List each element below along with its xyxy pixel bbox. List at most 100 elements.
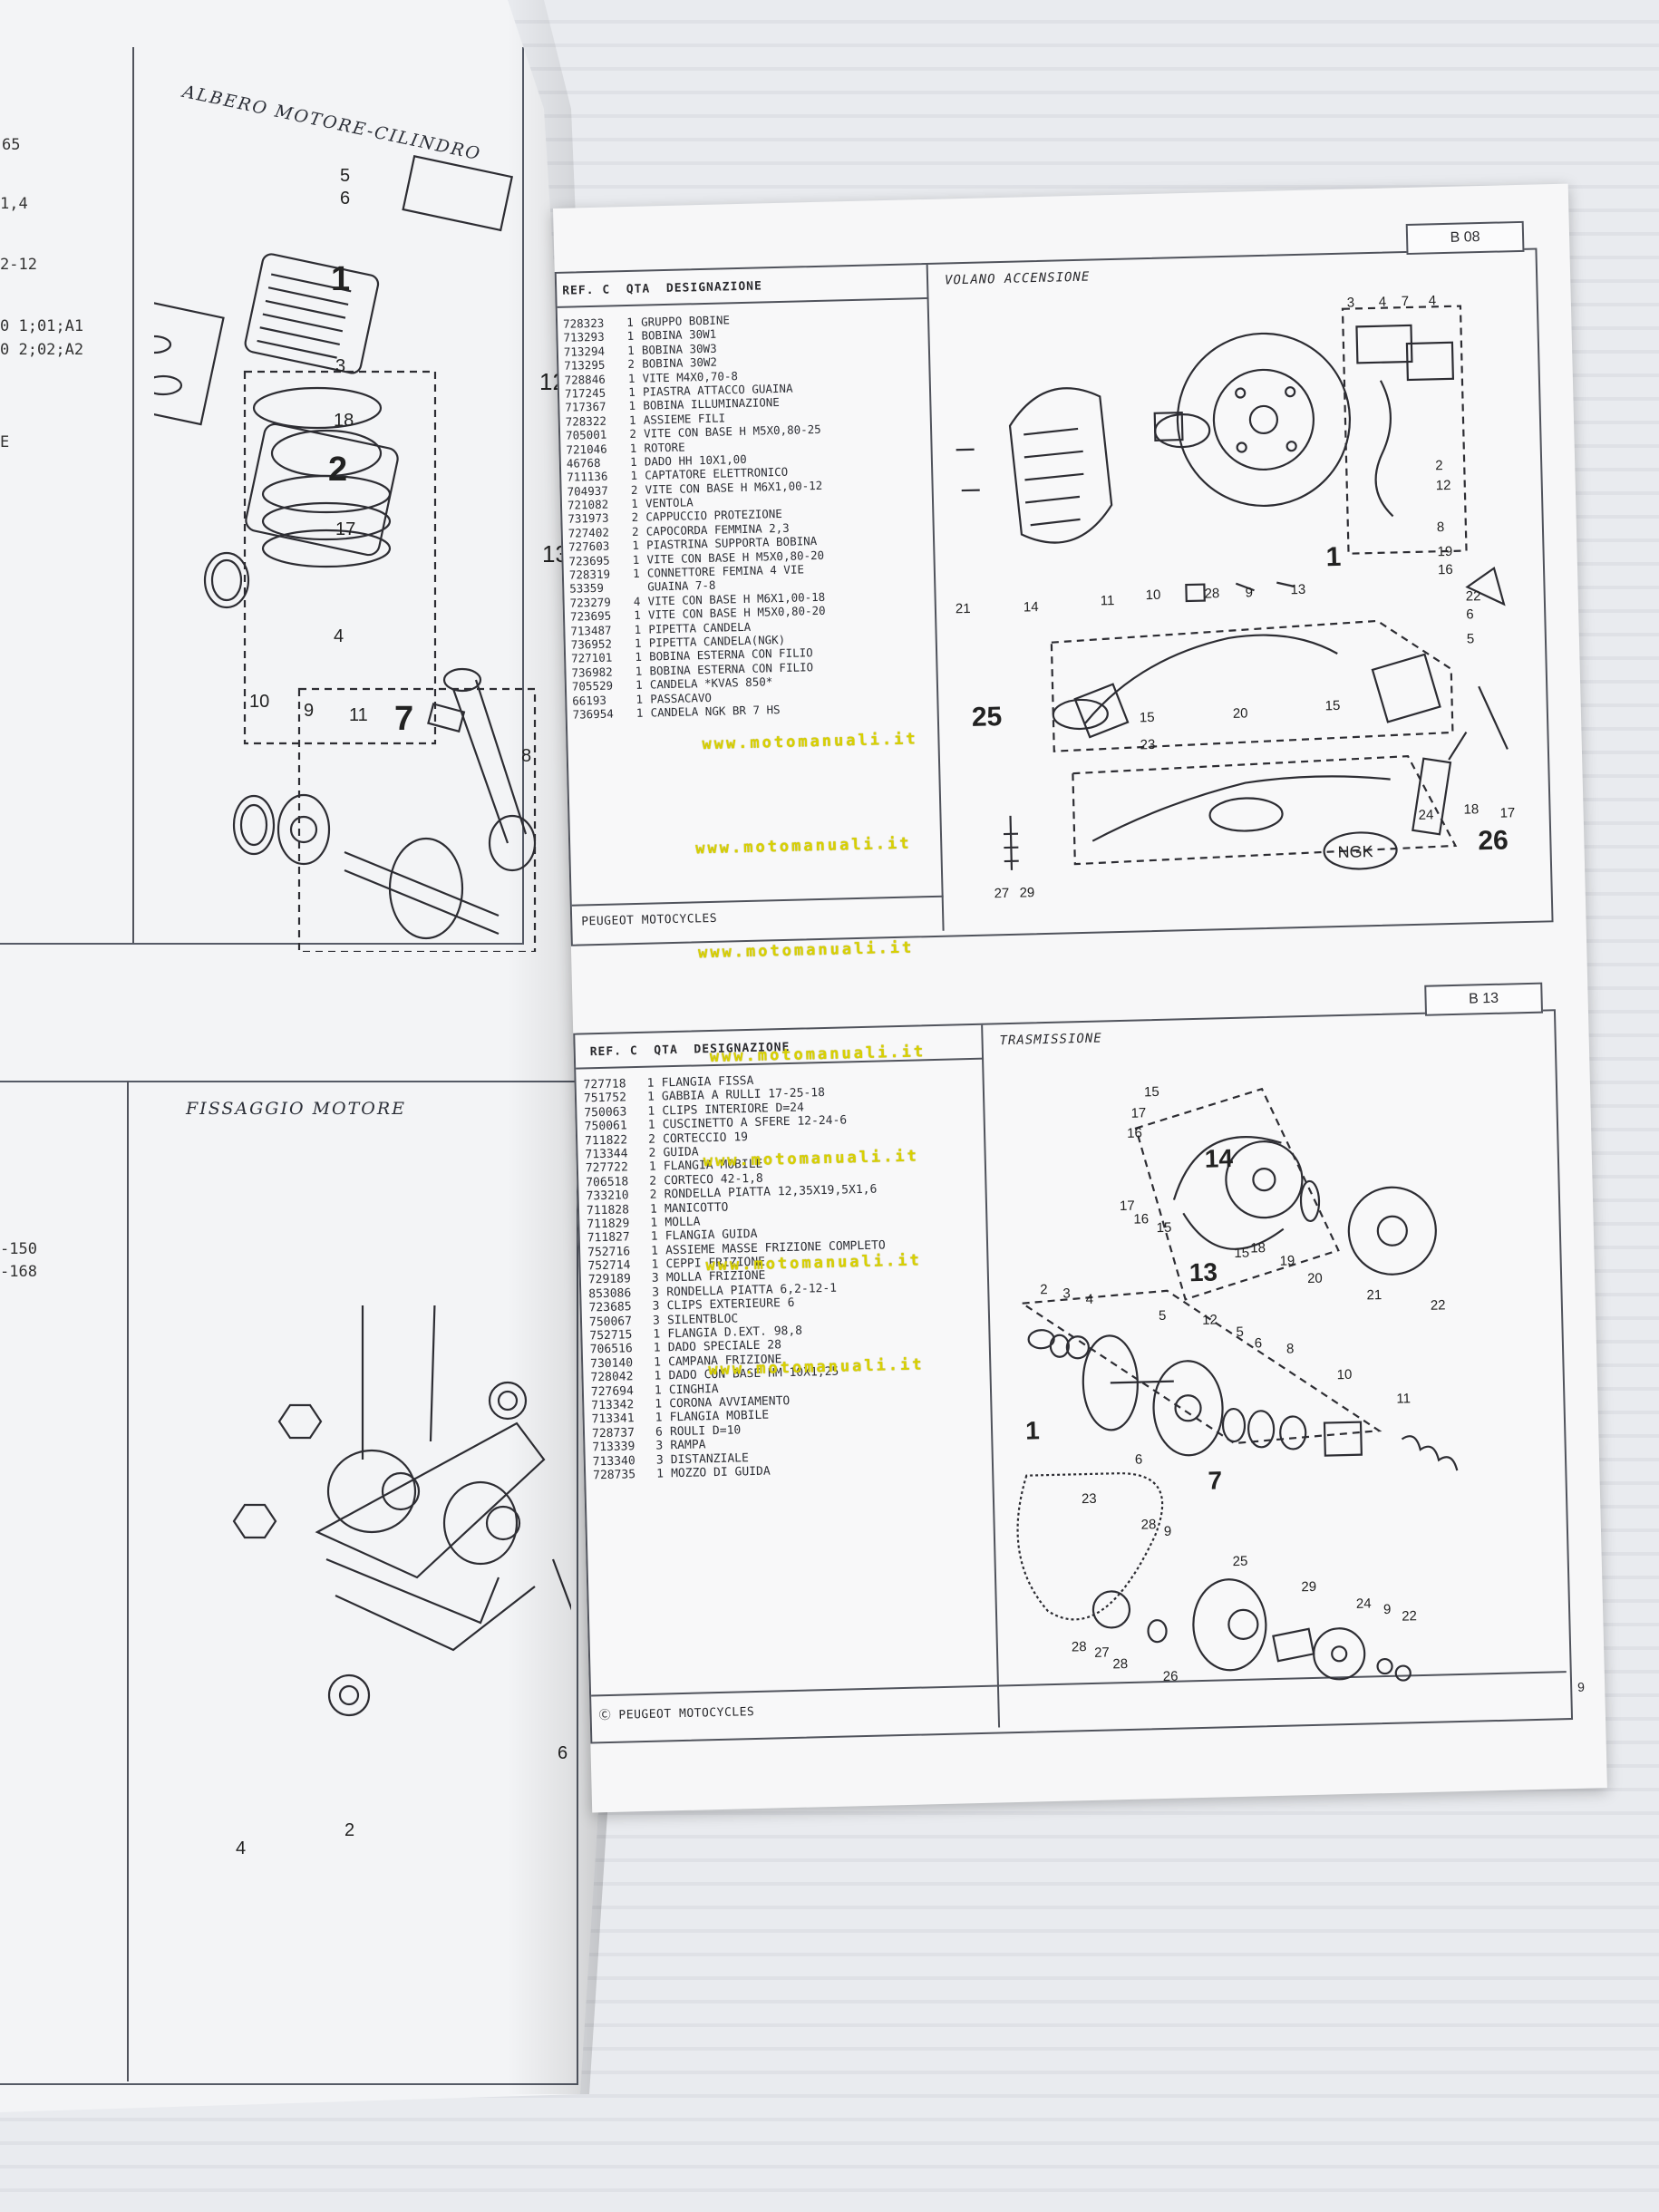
left-cut-line: 1,4	[0, 195, 28, 213]
callout-label: NGK	[1337, 842, 1373, 861]
callout-label: 10	[249, 692, 269, 712]
left-page-bottom-frame	[0, 1081, 578, 2085]
callout-label: 18	[334, 411, 354, 431]
callout-label: 15	[1234, 1246, 1249, 1261]
callout-label: 16	[1127, 1125, 1142, 1140]
callout-label: 10	[1145, 587, 1160, 603]
callout-label: 2	[344, 1820, 354, 1840]
callout-label: 2	[328, 451, 347, 489]
callout-label: 3	[1062, 1285, 1071, 1301]
callout-label: 22	[1466, 588, 1481, 604]
callout-label: 28	[1112, 1656, 1128, 1672]
callout-label: 19	[1437, 544, 1452, 559]
callout-label: 22	[1431, 1297, 1446, 1313]
callout-label: 4	[299, 1305, 309, 1310]
callout-label: 24	[1356, 1596, 1372, 1611]
callout-label: 11	[349, 705, 368, 725]
callout-label: 18	[1463, 801, 1479, 817]
callout-label: 23	[1082, 1491, 1097, 1507]
callout-label: 11	[1396, 1391, 1411, 1406]
callout-label: 28	[1204, 586, 1219, 601]
callout-label: 16	[1438, 562, 1453, 577]
callout-label: 14	[1024, 599, 1039, 615]
callout-label: 5	[1236, 1324, 1244, 1340]
callout-label: 10	[1336, 1367, 1352, 1382]
transmission-diagram: 15 17 16 14 17 16 15 18 19 20 21 22 13 1…	[1016, 1084, 1459, 1684]
callout-label: 29	[1301, 1579, 1316, 1595]
callout-label: 12	[1202, 1312, 1218, 1327]
page-number: 9	[1577, 1679, 1586, 1694]
callout-label: 25	[971, 702, 1002, 732]
callout-label: 3	[1347, 295, 1355, 310]
left-cut-line: 0 2;02;A2	[0, 341, 84, 359]
callout-label: 1	[1325, 542, 1341, 572]
left-title-bottom: FISSAGGIO MOTORE	[186, 1099, 407, 1119]
callout-label: 13	[1290, 582, 1305, 597]
callout-label: 2	[1435, 458, 1443, 473]
callout-label: 18	[1250, 1240, 1266, 1256]
callout-label: 6	[1135, 1452, 1143, 1468]
flywheel-ignition-diagram: 3 4 7 4 2 12 8 19 16 1 22 6 5 21 14 11 1…	[956, 293, 1516, 899]
section-ref-b13: B 13	[1424, 982, 1544, 1016]
callout-label: 4	[236, 1838, 246, 1858]
right-page: B 08 REF. C QTA DESIGNAZIONE VOLANO ACCE…	[553, 183, 1607, 1813]
callout-label: 28	[1072, 1639, 1087, 1654]
callout-label: 6	[1466, 606, 1474, 622]
callout-label: 7	[394, 700, 413, 738]
callout-label: 17	[1499, 805, 1515, 820]
left-cut-line: 65	[2, 136, 21, 154]
callout-label: 16	[1133, 1211, 1149, 1227]
callout-label: 7	[1402, 294, 1410, 309]
callout-label: 15	[1156, 1220, 1171, 1236]
callout-label: 9	[1383, 1602, 1392, 1617]
callout-label: 23	[1140, 737, 1155, 752]
callout-label: 13	[1189, 1257, 1218, 1286]
callout-label: 5	[1467, 631, 1475, 646]
left-cut-line: 0 1;01;A1	[0, 317, 84, 335]
callout-label: 20	[1307, 1271, 1323, 1286]
callout-label: 3	[335, 356, 345, 376]
callout-label: 9	[304, 701, 314, 721]
callout-label: 28	[1140, 1517, 1156, 1532]
callout-label: 6	[1255, 1335, 1263, 1351]
callout-label: 9	[1164, 1524, 1172, 1539]
left-cut-line: -168	[0, 1263, 37, 1281]
callout-label: 29	[1019, 885, 1034, 898]
callout-label: 15	[1140, 710, 1155, 725]
crankshaft-cylinder-diagram: 5 6 1 3 18 2 17 12 13 4 10 9 11 7 8	[154, 155, 568, 952]
callout-label: 26	[1478, 825, 1509, 856]
callout-label: 12	[1436, 478, 1451, 493]
callout-label: 5	[1159, 1308, 1167, 1324]
section-title-b13: TRASMISSIONE	[999, 1031, 1102, 1049]
left-cut-line: E	[0, 433, 10, 451]
callout-label: 25	[1232, 1554, 1247, 1569]
callout-label: 9	[1245, 585, 1253, 600]
callout-label: 6	[340, 189, 350, 209]
callout-label: 14	[1204, 1144, 1233, 1173]
callout-label: 1	[331, 260, 350, 298]
callout-label: 5	[340, 166, 350, 186]
callout-label: 26	[1163, 1669, 1179, 1684]
callout-label: 17	[335, 519, 355, 539]
callout-label: 27	[994, 886, 1009, 899]
callout-label: 7	[1208, 1466, 1222, 1494]
callout-label: 4	[1379, 295, 1387, 310]
copyright-icon: Ⓒ	[598, 1708, 619, 1723]
callout-label: 17	[1130, 1105, 1146, 1121]
callout-label: 19	[1279, 1253, 1295, 1268]
callout-label: 11	[1101, 593, 1115, 608]
callout-label: 6	[558, 1743, 568, 1763]
callout-label: 15	[1324, 698, 1340, 713]
callout-label: 4	[1429, 293, 1437, 308]
callout-label: 21	[1366, 1287, 1382, 1303]
engine-mounting-diagram: 4 7 1 2 7 4 2 6	[232, 1305, 571, 1858]
callout-label: 8	[1437, 519, 1445, 535]
left-cut-line: 2-12	[0, 256, 37, 274]
callout-label: 2	[1040, 1282, 1048, 1297]
callout-label: 8	[521, 746, 531, 766]
callout-label: 22	[1402, 1608, 1417, 1624]
left-cut-line: -150	[0, 1240, 37, 1258]
callout-label: 21	[956, 601, 971, 616]
